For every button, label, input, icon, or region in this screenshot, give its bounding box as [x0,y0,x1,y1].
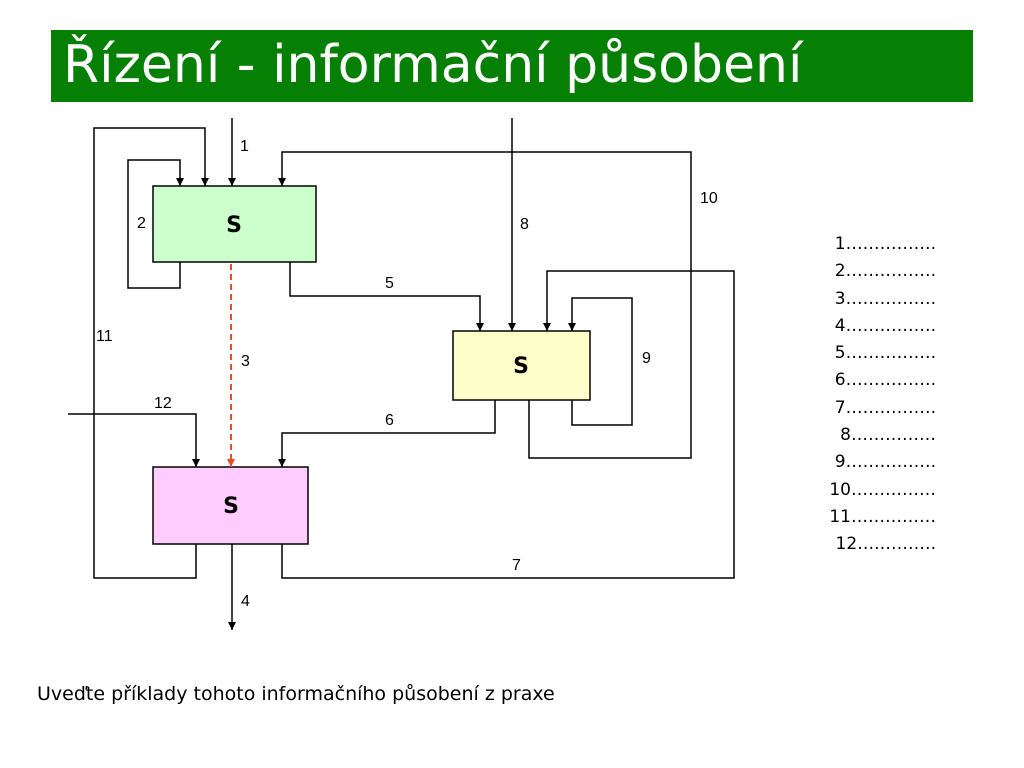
legend-item: 10…………… [829,479,936,500]
arrow-9 [568,297,633,426]
label-9: 9 [642,350,651,367]
legend-item: 2……………. [834,261,936,282]
legend-item: 11…………… [829,506,936,527]
label-3: 3 [241,353,250,370]
arrow-5 [289,262,484,331]
legend-item: 3……………. [834,288,936,309]
legend-item: 4……………. [834,315,936,336]
label-12: 12 [154,395,172,412]
question-text: Uveďte příklady tohoto informačního půso… [37,683,555,705]
system-box-top [152,185,317,263]
legend-item: 5……………. [834,343,936,364]
arrow-11 [93,127,209,579]
arrow-7 [281,270,735,579]
label-5: 5 [385,275,394,292]
label-8: 8 [520,216,529,233]
page-title: Řízení - informační působení [63,35,803,95]
legend-list: 1……………. 2……………. 3……………. 4……………. 5……………. … [786,231,936,559]
box-middle-label: S [513,354,529,379]
label-2: 2 [137,215,146,232]
arrow-10 [278,151,692,459]
legend-item: 6……………. [834,370,936,391]
arrow-2 [127,159,184,289]
label-11: 11 [96,328,113,345]
legend-item: 1……………. [834,234,936,254]
legend-item: 12….………. [835,534,936,555]
system-box-middle [452,330,591,401]
label-1: 1 [240,138,249,155]
system-box-bottom [152,466,309,545]
label-6: 6 [385,412,394,429]
arrow-12 [68,413,200,467]
label-7: 7 [512,557,521,574]
box-bottom-label: S [223,494,239,519]
title-bar: Řízení - informační působení [51,30,973,102]
legend-item: 7……………. [834,397,936,418]
legend-item: 9……………. [834,452,936,473]
legend-item: 8…………… [840,425,936,446]
arrow-6 [278,400,496,467]
label-4: 4 [241,593,250,610]
box-top-label: S [226,213,242,238]
label-10: 10 [700,190,718,207]
